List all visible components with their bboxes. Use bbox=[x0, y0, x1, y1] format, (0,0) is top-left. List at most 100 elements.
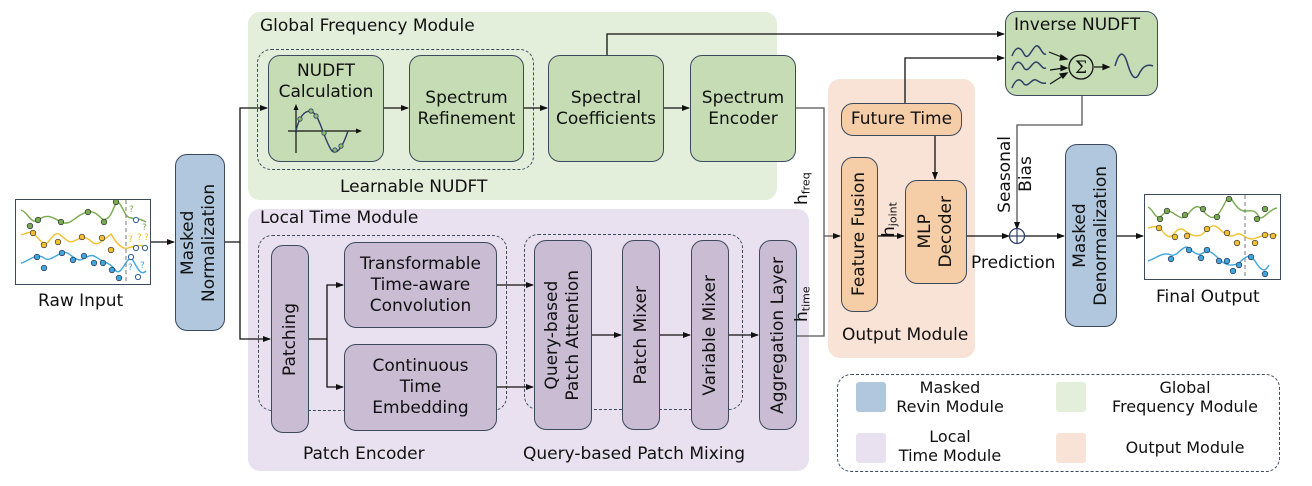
feature-fusion-block[interactable]: Feature Fusion bbox=[841, 157, 878, 312]
masked-denormalization-label: Masked Denormalization bbox=[1070, 166, 1112, 306]
nudft-calculation-line2: Calculation bbox=[278, 82, 374, 102]
spectral-coefficients-block[interactable]: Spectral Coefficients bbox=[548, 55, 664, 162]
spectrum-refinement-block[interactable]: Spectrum Refinement bbox=[409, 55, 524, 162]
svg-text:?: ? bbox=[144, 233, 149, 243]
sigma-symbol: Σ bbox=[1075, 58, 1087, 78]
spectrum-refinement-line1: Spectrum bbox=[425, 87, 508, 108]
future-time-label: Future Time bbox=[850, 109, 953, 129]
final-green-line bbox=[1147, 196, 1278, 219]
continuous-time-embedding-block[interactable]: Continuous Time Embedding bbox=[344, 344, 497, 431]
spectrum-refinement-line2: Refinement bbox=[417, 108, 516, 129]
output-module-title: Output Module bbox=[842, 325, 969, 345]
final-yellow-line bbox=[1147, 225, 1278, 240]
mlp-decoder-label: MLP Decoder bbox=[915, 196, 957, 268]
global-frequency-module-title: Global Frequency Module bbox=[260, 16, 475, 36]
legend-label-output-module: Output Module bbox=[1100, 438, 1270, 457]
legend-masked-revin-line1: Masked bbox=[919, 378, 981, 397]
inverse-nudft-block[interactable]: Inverse NUDFT Σ bbox=[1005, 11, 1158, 96]
final-output-label: Final Output bbox=[1156, 287, 1260, 307]
spectral-coefficients-line2: Coefficients bbox=[556, 108, 656, 129]
patch-encoder-label: Patch Encoder bbox=[303, 444, 425, 464]
legend-swatch-global-frequency bbox=[1056, 382, 1086, 412]
raw-input-label: Raw Input bbox=[38, 291, 124, 311]
continuous-time-embedding-line3: Embedding bbox=[372, 398, 469, 418]
query-attention-line1: Query-based bbox=[542, 280, 562, 390]
prediction-label: Prediction bbox=[971, 253, 1056, 273]
h-time-base: h bbox=[792, 311, 812, 322]
h-freq-base: h bbox=[792, 194, 812, 205]
raw-yellow-line bbox=[20, 231, 147, 249]
patching-block[interactable]: Patching bbox=[271, 245, 309, 433]
raw-input-chart: ?? ??? ?? bbox=[15, 198, 151, 285]
query-attention-line2: Patch Attention bbox=[563, 269, 583, 401]
legend-local-time-line1: Local bbox=[929, 427, 971, 446]
aggregation-layer-block[interactable]: Aggregation Layer bbox=[759, 240, 797, 430]
h-joint-sub: joint bbox=[886, 202, 900, 227]
inverse-nudft-sum-icon: Σ bbox=[1011, 45, 1154, 89]
h-freq-label: hfreq bbox=[792, 145, 812, 205]
continuous-time-embedding-line2: Time bbox=[399, 377, 442, 397]
feature-fusion-label: Feature Fusion bbox=[849, 172, 869, 297]
future-time-block[interactable]: Future Time bbox=[841, 103, 962, 136]
svg-text:?: ? bbox=[128, 235, 133, 245]
variable-mixer-block[interactable]: Variable Mixer bbox=[691, 240, 729, 430]
h-joint-label: hjoint bbox=[879, 182, 899, 237]
transformable-conv-line3: Convolution bbox=[369, 295, 472, 316]
inverse-nudft-title: Inverse NUDFT bbox=[1014, 15, 1141, 35]
raw-question-marks: ?? ??? ?? bbox=[128, 205, 149, 273]
query-based-patch-attention-label: Query-based Patch Attention bbox=[542, 270, 584, 401]
legend-local-time-line2: Time Module bbox=[898, 446, 1002, 465]
seasonal-bias-line2: Bias bbox=[1016, 156, 1036, 193]
final-blue-line bbox=[1147, 246, 1270, 271]
svg-text:?: ? bbox=[142, 223, 147, 233]
seasonal-bias-line1: Seasonal bbox=[995, 136, 1015, 213]
masked-normalization-block[interactable]: Masked Normalization bbox=[175, 154, 225, 331]
query-based-patch-attention-block[interactable]: Query-based Patch Attention bbox=[534, 240, 592, 430]
legend-swatch-masked-revin bbox=[856, 382, 886, 412]
variable-mixer-label: Variable Mixer bbox=[699, 274, 720, 396]
legend bbox=[837, 374, 1280, 472]
spectral-coefficients-line1: Spectral bbox=[570, 87, 642, 108]
learnable-nudft-label: Learnable NUDFT bbox=[340, 177, 488, 197]
raw-missing-points bbox=[127, 216, 149, 281]
legend-output-module-line: Output Module bbox=[1125, 438, 1245, 457]
legend-label-masked-revin: Masked Revin Module bbox=[890, 378, 1010, 416]
svg-text:?: ? bbox=[140, 261, 145, 271]
nudft-calculation-block[interactable]: NUDFT Calculation bbox=[268, 55, 384, 162]
h-time-sub: time bbox=[799, 286, 813, 312]
mlp-decoder-line1: MLP bbox=[915, 214, 935, 250]
patch-mixer-block[interactable]: Patch Mixer bbox=[622, 240, 660, 430]
legend-swatch-output-module bbox=[1056, 433, 1086, 463]
continuous-time-embedding-line1: Continuous bbox=[372, 356, 469, 376]
final-output-series bbox=[1147, 195, 1278, 278]
masked-denormalization-block[interactable]: Masked Denormalization bbox=[1065, 144, 1117, 327]
spectrum-encoder-line2: Encoder bbox=[708, 108, 778, 129]
legend-global-frequency-line1: Global bbox=[1159, 378, 1211, 397]
patching-label: Patching bbox=[279, 302, 300, 376]
spectrum-encoder-line1: Spectrum bbox=[701, 87, 785, 108]
transformable-time-aware-convolution-block[interactable]: Transformable Time-aware Convolution bbox=[344, 242, 497, 328]
transformable-conv-line2: Time-aware bbox=[370, 274, 471, 295]
query-based-patch-mixing-label: Query-based Patch Mixing bbox=[523, 444, 746, 464]
seasonal-bias-label: Seasonal Bias bbox=[995, 136, 1037, 213]
masked-normalization-label: Masked Normalization bbox=[178, 183, 219, 302]
legend-label-local-time: Local Time Module bbox=[890, 427, 1010, 465]
final-output-chart bbox=[1144, 194, 1281, 280]
masked-denormalization-line2: Denormalization bbox=[1091, 165, 1111, 306]
h-joint-base: h bbox=[879, 226, 899, 237]
raw-observed-points bbox=[26, 198, 123, 282]
spectrum-encoder-block[interactable]: Spectrum Encoder bbox=[690, 55, 796, 162]
sine-wave-icon bbox=[288, 104, 362, 153]
transformable-conv-line1: Transformable bbox=[360, 253, 481, 274]
svg-text:?: ? bbox=[137, 233, 142, 243]
legend-masked-revin-line2: Revin Module bbox=[896, 397, 1004, 416]
final-points bbox=[1155, 195, 1277, 278]
legend-swatch-local-time bbox=[856, 433, 886, 463]
legend-label-global-frequency: Global Frequency Module bbox=[1100, 378, 1270, 416]
plus-circle-icon bbox=[1008, 227, 1026, 245]
svg-text:?: ? bbox=[128, 263, 133, 273]
local-time-module-title: Local Time Module bbox=[260, 208, 419, 228]
svg-text:?: ? bbox=[129, 205, 134, 215]
patch-mixer-label: Patch Mixer bbox=[630, 285, 651, 385]
mlp-decoder-block[interactable]: MLP Decoder bbox=[905, 180, 967, 284]
